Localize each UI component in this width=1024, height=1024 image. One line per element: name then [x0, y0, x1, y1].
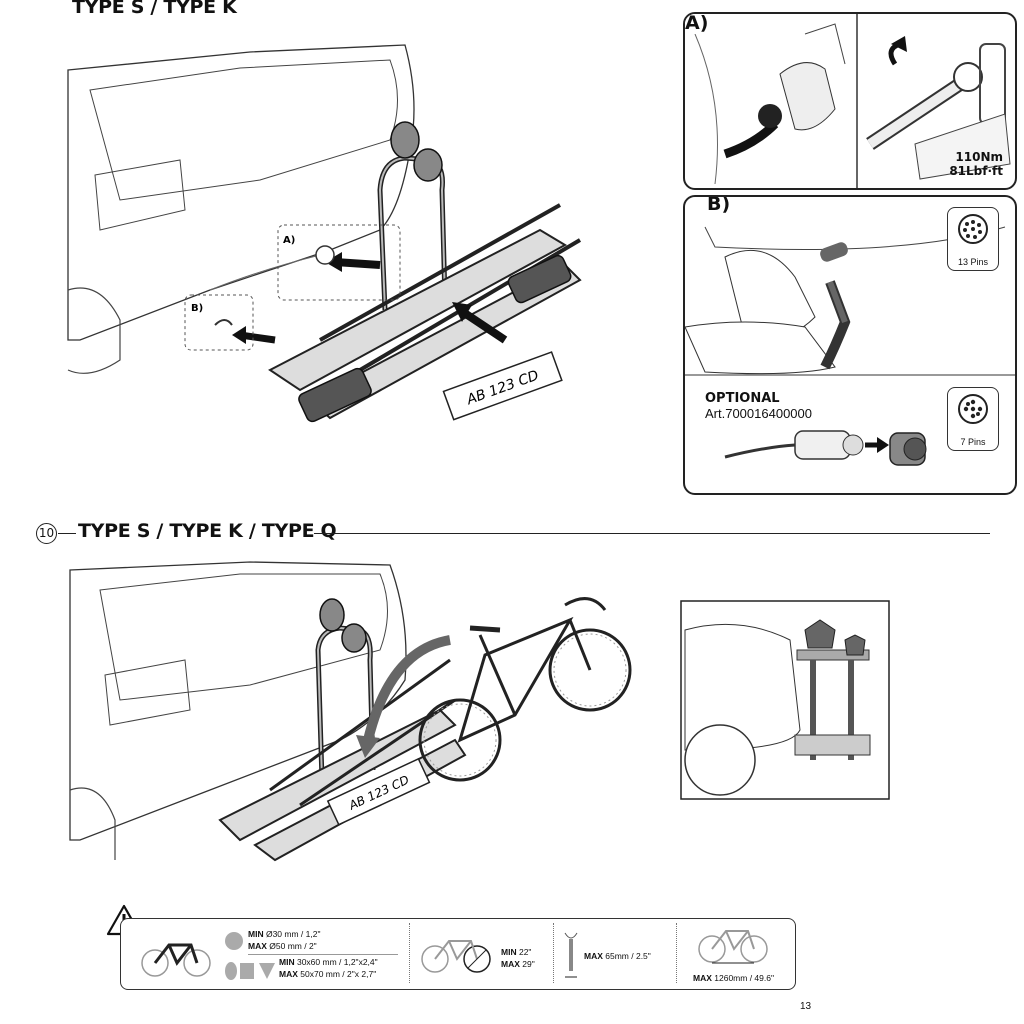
bike-loading-illustration: AB 123 CD: [69, 561, 632, 862]
panel-a-label: A): [685, 12, 711, 34]
warn-sep-1: [409, 923, 410, 983]
wheel-min: MIN 22": [501, 947, 532, 957]
bike-frame-icon: [141, 943, 211, 977]
pins-13-box: 13 Pins: [947, 207, 999, 271]
frame-round-min: MIN Ø30 mm / 1,2": [248, 929, 321, 939]
load-diagram: [680, 600, 890, 800]
panel-b-illustration: [685, 226, 1015, 466]
panel-a: A) 110Nm 81Lbf·ft: [683, 12, 1017, 190]
tube-shapes-icon: [225, 962, 275, 980]
callout-b-label: B): [191, 303, 203, 314]
optional-article: Art.700016400000: [705, 406, 812, 421]
frame-round-max: MAX Ø50 mm / 2": [248, 941, 317, 951]
pins-13-label: 13 Pins: [957, 257, 989, 267]
tyre-width-max: MAX 65mm / 2.5": [584, 951, 651, 961]
torque-nm: 110Nm: [955, 150, 1003, 164]
frame-oval-max: MAX 50x70 mm / 2"x 2,7": [279, 969, 377, 979]
wheelbase-max: MAX 1260mm / 49.6": [693, 973, 774, 983]
wheel-max: MAX 29": [501, 959, 535, 969]
optional-title: OPTIONAL: [705, 391, 780, 406]
bike-specs-box: MIN Ø30 mm / 1,2" MAX Ø50 mm / 2" MIN 30…: [120, 918, 796, 990]
step-10-header: 10 TYPE S / TYPE K / TYPE Q: [36, 520, 990, 548]
panel-a-illustration: [694, 14, 1011, 188]
panel-b-label: B): [705, 195, 733, 215]
car-rack-illustration-top: AB 123 CD A) B): [67, 44, 582, 423]
round-tube-icon: [225, 932, 243, 950]
warn-sep-3: [676, 923, 677, 983]
step-rule-right: [314, 533, 990, 534]
warn-sep-2: [553, 923, 554, 983]
pins-7-label: 7 Pins: [960, 437, 986, 447]
panel-b: B) 13 Pins OPTIONAL Art.700016400000 7 P…: [683, 195, 1017, 495]
frame-oval-min: MIN 30x60 mm / 1,2"x2,4": [279, 957, 378, 967]
spec-divider: [248, 954, 398, 955]
step-10-title: TYPE S / TYPE K / TYPE Q: [78, 520, 337, 542]
page-number: 13: [800, 1001, 812, 1012]
torque-lbf: 81Lbf·ft: [949, 164, 1003, 178]
wheelbase-icon: [698, 930, 768, 964]
step-rule-left: [58, 533, 76, 534]
socket-13-icon: [958, 214, 988, 244]
pins-7-box: 7 Pins: [947, 387, 999, 451]
step-number-badge: 10: [36, 523, 57, 544]
tyre-width-icon: [564, 932, 578, 978]
wheel-size-icon: [421, 940, 491, 973]
section-title-top: TYPE S / TYPE K: [72, 0, 237, 18]
socket-7-icon: [958, 394, 988, 424]
callout-a-label: A): [283, 235, 295, 246]
